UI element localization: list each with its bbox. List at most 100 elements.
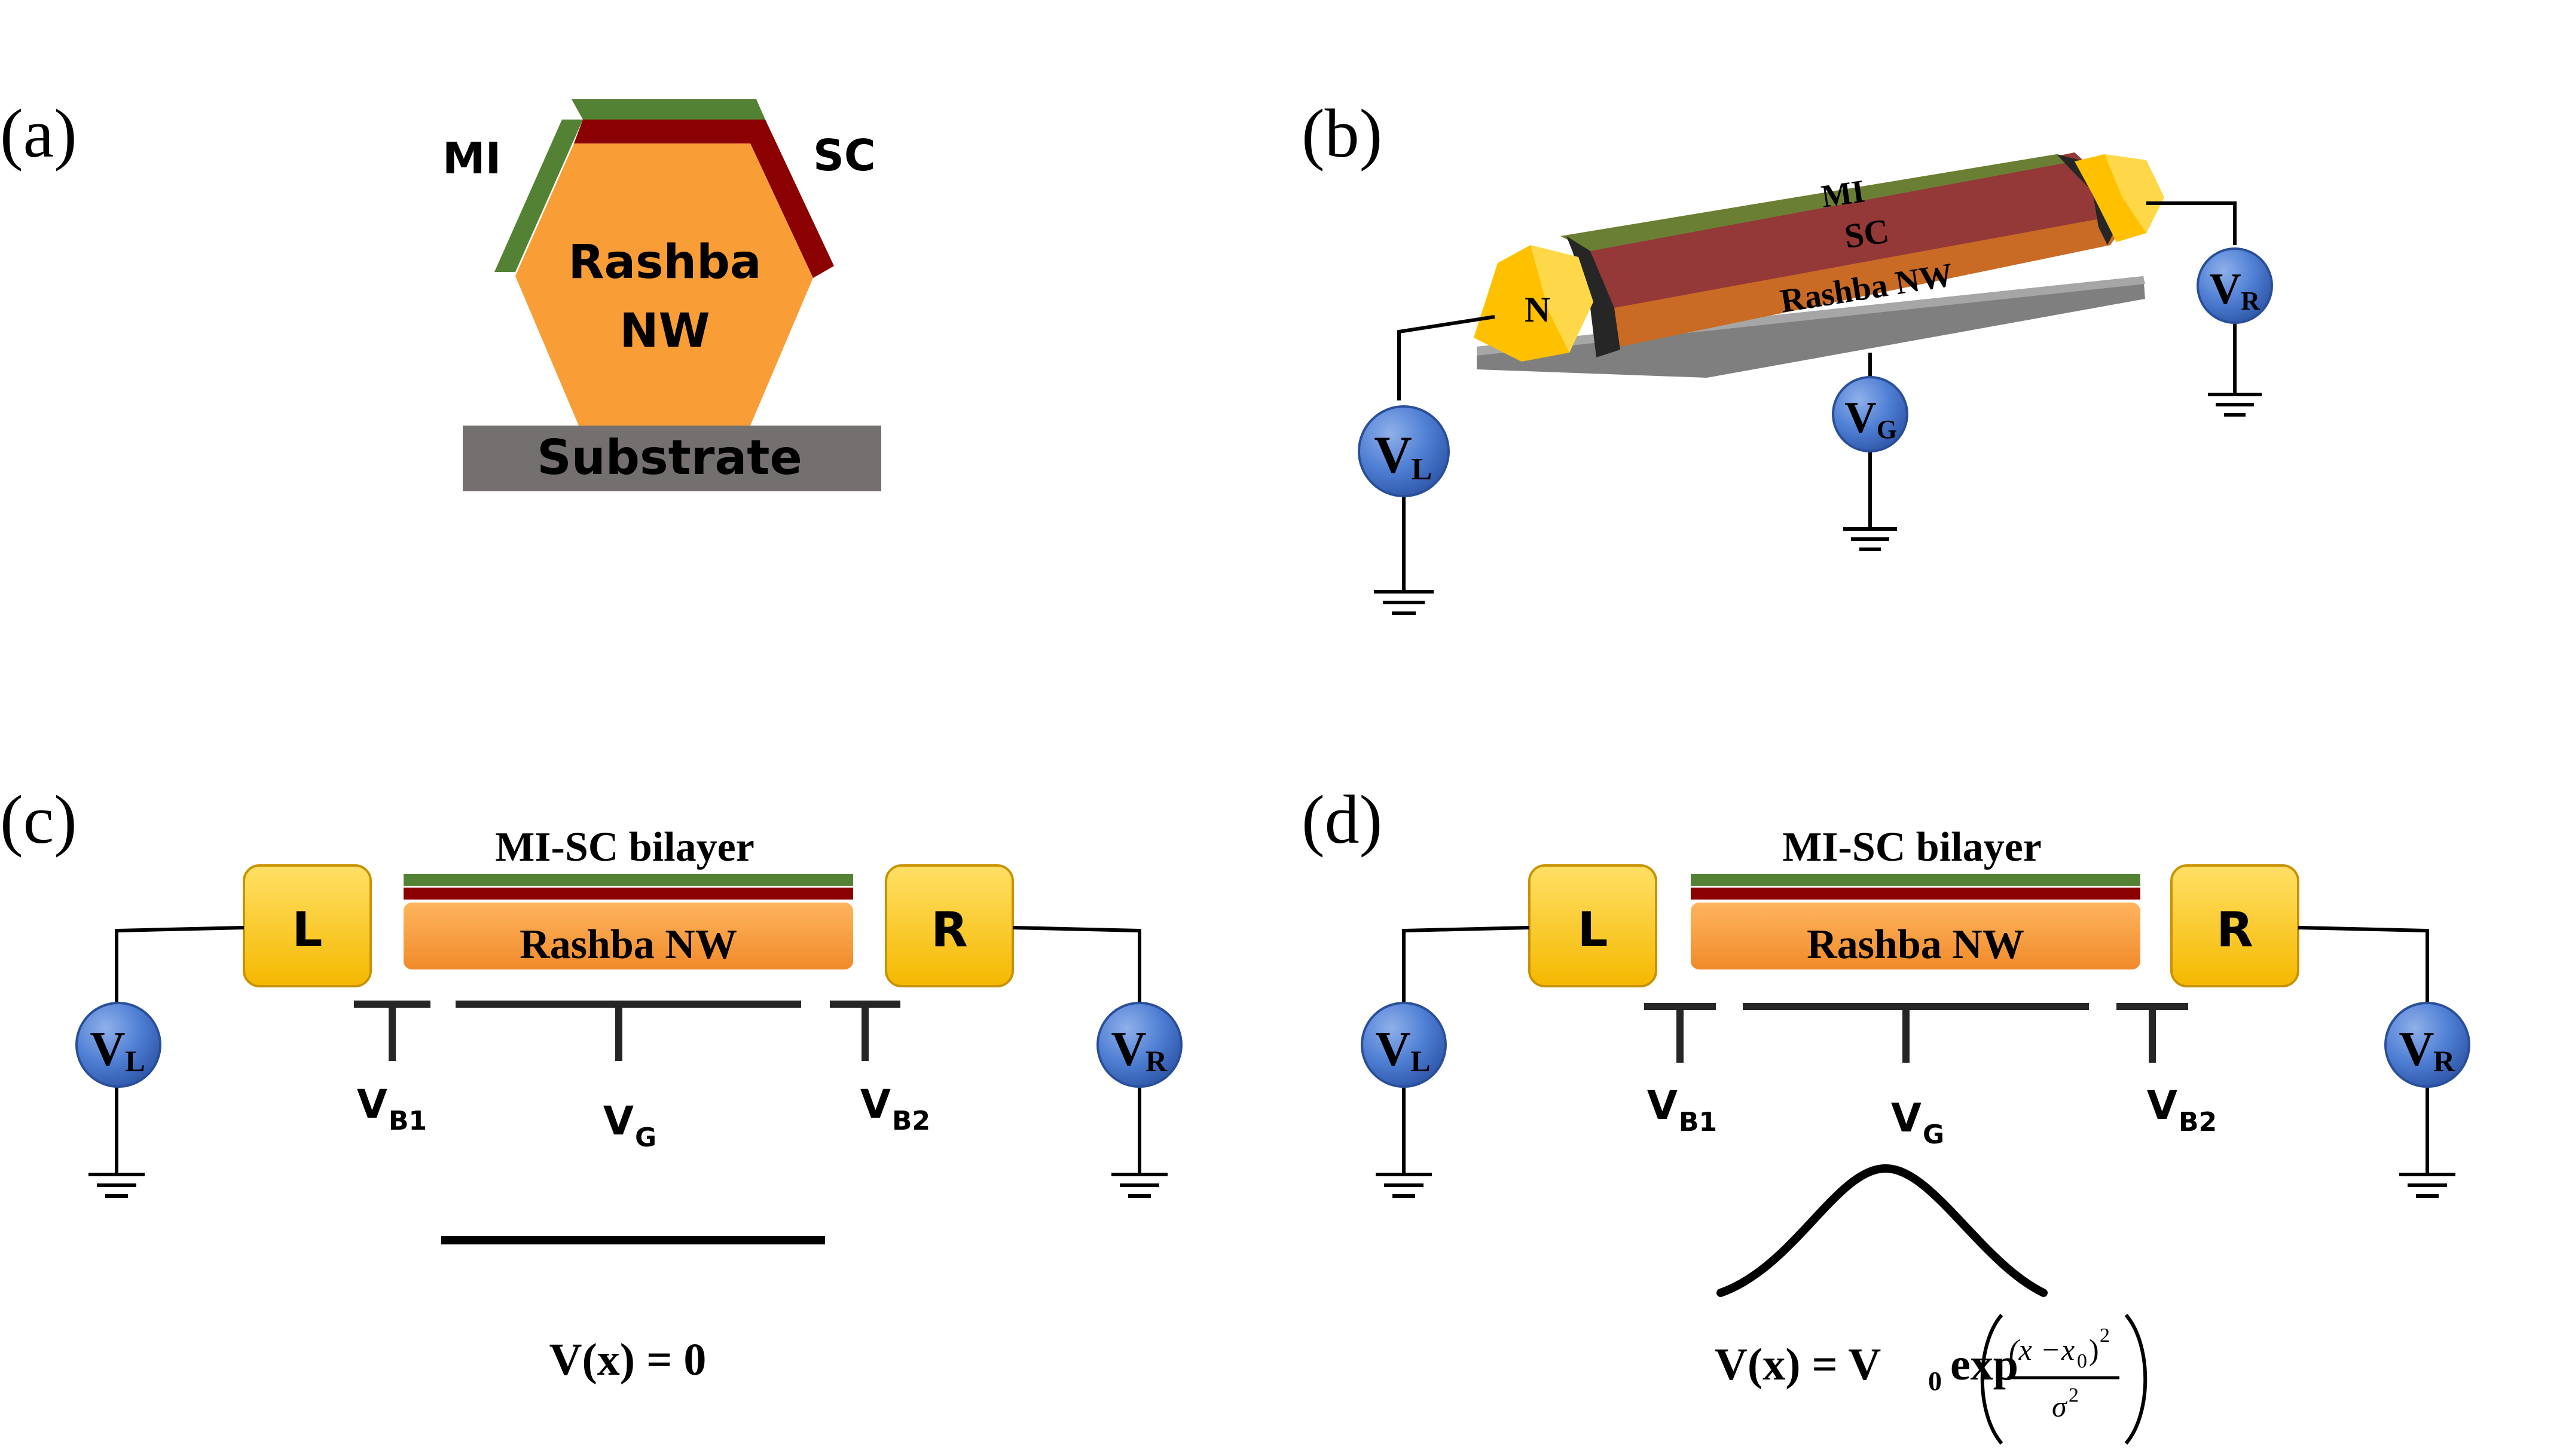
potential-formula-d: V(x) = V 0 exp (x − x 0 ) 2 σ 2	[1715, 1314, 2148, 1445]
bilayer-label-c: MI-SC bilayer	[495, 824, 754, 870]
wire-left-c	[115, 926, 245, 1004]
substrate-a	[463, 426, 881, 491]
panel-d-tag: (d)	[1302, 782, 1382, 858]
rashba-label-a: Rashba	[568, 235, 761, 289]
lead-l-c	[243, 864, 372, 987]
ground-icon	[1376, 1173, 1432, 1198]
left-paren	[1980, 1314, 2003, 1445]
svg-text:2: 2	[2100, 1325, 2110, 1347]
rashba-nw-label-d: Rashba NW	[1807, 922, 2024, 968]
svg-text:V: V	[90, 1021, 125, 1076]
lead-l-label-d: L	[1578, 902, 1608, 958]
svg-text:B1: B1	[389, 1106, 427, 1136]
lead-r-d	[2170, 864, 2299, 987]
rashba-nw-a	[515, 143, 813, 426]
lead-r-label-c: R	[931, 902, 968, 958]
lead-left-face-b	[1531, 245, 1593, 353]
sc-label-b: SC	[1842, 211, 1891, 256]
gate-vb2-c	[830, 1001, 900, 1061]
svg-text:L: L	[125, 1044, 145, 1078]
gate-vg-d	[1743, 1003, 2089, 1063]
gaussian-potential-curve-d	[1716, 1164, 2048, 1297]
svg-text:2: 2	[2069, 1384, 2079, 1406]
svg-text:V(x) = V: V(x) = V	[1715, 1339, 1881, 1390]
vg-sub-b: G	[1877, 415, 1897, 444]
sc-label-a: SC	[813, 130, 876, 181]
svg-text:V: V	[1375, 1021, 1410, 1076]
svg-text:V: V	[1111, 1021, 1146, 1076]
svg-text:V: V	[1891, 1095, 1922, 1141]
gate-vg-c	[456, 1001, 801, 1061]
voltmeter-vl-c: V L	[75, 1002, 161, 1088]
vl-sub-b: L	[1412, 452, 1432, 487]
svg-text:σ: σ	[2052, 1390, 2068, 1423]
vb2-label-c: V B2	[860, 1081, 930, 1136]
svg-text:V: V	[603, 1098, 634, 1144]
panel-a: (a) MI SC Rashba NW Substrate	[0, 96, 881, 491]
ground-icon	[2208, 393, 2262, 417]
panel-b: (b) MI SC Rashba NW N	[1302, 96, 2273, 615]
panel-d: (d) MI-SC bilayer Rashba NW L R V B1 V G…	[1302, 782, 2470, 1445]
gate-vb1-d	[1644, 1003, 1716, 1063]
voltmeter-vr-c: V R	[1096, 1002, 1183, 1088]
nw-label-a: NW	[619, 304, 710, 358]
mi-layer-a	[494, 99, 765, 272]
ground-icon	[2399, 1173, 2455, 1198]
svg-text:V: V	[2147, 1082, 2177, 1128]
vr-sub-b: R	[2241, 286, 2261, 316]
lead-l-d	[1528, 864, 1657, 987]
vg-label-c: V G	[603, 1098, 656, 1153]
vg-label-d: V G	[1891, 1095, 1944, 1150]
vr-main-b: V	[2209, 265, 2241, 314]
svg-text:V: V	[357, 1081, 387, 1127]
svg-text:x: x	[2061, 1333, 2075, 1366]
vg-main-b: V	[1844, 393, 1876, 442]
voltmeter-vr-b: V R	[2197, 247, 2273, 324]
wire-right-c	[1012, 926, 1141, 1004]
ground-icon	[1111, 1173, 1168, 1198]
mi-label-a: MI	[442, 133, 501, 183]
svg-text:0: 0	[2077, 1350, 2087, 1372]
rashba-nw-c	[404, 903, 853, 969]
voltmeter-vl-b: V L	[1358, 405, 1450, 497]
rashba-nw-d	[1691, 903, 2140, 969]
svg-text:V: V	[1647, 1082, 1678, 1128]
ground-icon	[1374, 590, 1434, 615]
svg-text:R: R	[2433, 1044, 2455, 1078]
svg-text:B2: B2	[2179, 1107, 2217, 1137]
bilayer-label-d: MI-SC bilayer	[1782, 824, 2042, 870]
svg-text:L: L	[1410, 1044, 1430, 1078]
vb1-label-d: V B1	[1647, 1082, 1717, 1137]
substrate-label-a: Substrate	[537, 430, 802, 485]
panel-b-tag: (b)	[1302, 96, 1382, 172]
panel-c: (c) MI-SC bilayer Rashba NW L R V B1 V G…	[0, 782, 1183, 1385]
svg-text:G: G	[635, 1122, 656, 1153]
gate-vb2-d	[2116, 1003, 2188, 1063]
mi-layer-d	[1691, 874, 2140, 886]
collar-right-b	[2057, 154, 2119, 245]
svg-text:B1: B1	[1679, 1107, 1717, 1137]
svg-text:R: R	[1145, 1044, 1168, 1078]
wire-right-b	[2146, 201, 2237, 245]
svg-text:−: −	[2042, 1333, 2059, 1366]
voltmeter-vg-b: V G	[1832, 376, 1908, 452]
lead-right-face-b	[2104, 154, 2164, 233]
mi-layer-b	[1560, 154, 2081, 251]
panel-c-tag: (c)	[0, 782, 77, 858]
vb1-label-c: V B1	[357, 1081, 427, 1136]
right-paren	[2124, 1314, 2148, 1445]
sc-layer-d	[1691, 888, 2140, 900]
svg-text:B2: B2	[892, 1106, 930, 1136]
mi-label-b: MI	[1819, 173, 1867, 214]
wire-right-d	[2298, 926, 2429, 1004]
voltmeter-vl-d: V L	[1361, 1002, 1447, 1088]
vl-main-b: V	[1374, 426, 1412, 484]
potential-label-c: V(x) = 0	[549, 1335, 707, 1385]
rashba-nw-label-c: Rashba NW	[520, 922, 737, 968]
lead-r-label-d: R	[2216, 902, 2253, 958]
wire-left-b	[1397, 315, 1495, 400]
svg-text:): )	[2089, 1333, 2099, 1366]
sc-layer-a	[574, 120, 834, 278]
gate-vb1-c	[354, 1001, 430, 1061]
